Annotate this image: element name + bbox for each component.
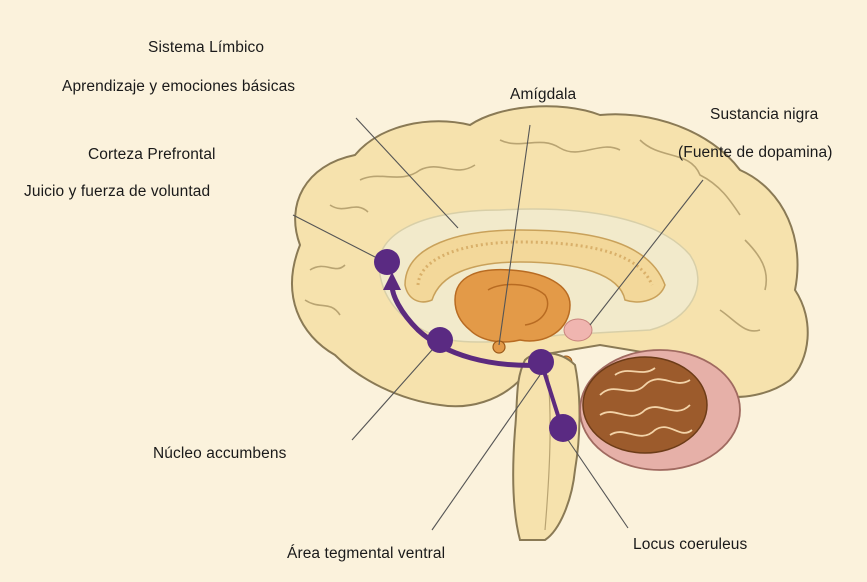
limbic-desc-label: Aprendizaje y emociones básicas bbox=[62, 78, 295, 96]
vta-label: Área tegmental ventral bbox=[287, 545, 445, 563]
prefrontal-title-label: Corteza Prefrontal bbox=[88, 146, 216, 164]
limbic-title-label: Sistema Límbico bbox=[148, 39, 264, 57]
vta-node bbox=[528, 349, 554, 375]
amygdala-label: Amígdala bbox=[510, 86, 576, 104]
amygdala-region bbox=[455, 270, 570, 342]
prefrontal-desc-label: Juicio y fuerza de voluntad bbox=[24, 183, 210, 201]
prefrontal-node bbox=[374, 249, 400, 275]
nigra-desc-label: (Fuente de dopamina) bbox=[678, 144, 833, 162]
accumbens-node bbox=[427, 327, 453, 353]
accumbens-label: Núcleo accumbens bbox=[153, 445, 286, 463]
locus-coeruleus-label: Locus coeruleus bbox=[633, 536, 747, 554]
nigra-title-label: Sustancia nigra bbox=[710, 106, 818, 124]
locus-coeruleus-node bbox=[549, 414, 577, 442]
